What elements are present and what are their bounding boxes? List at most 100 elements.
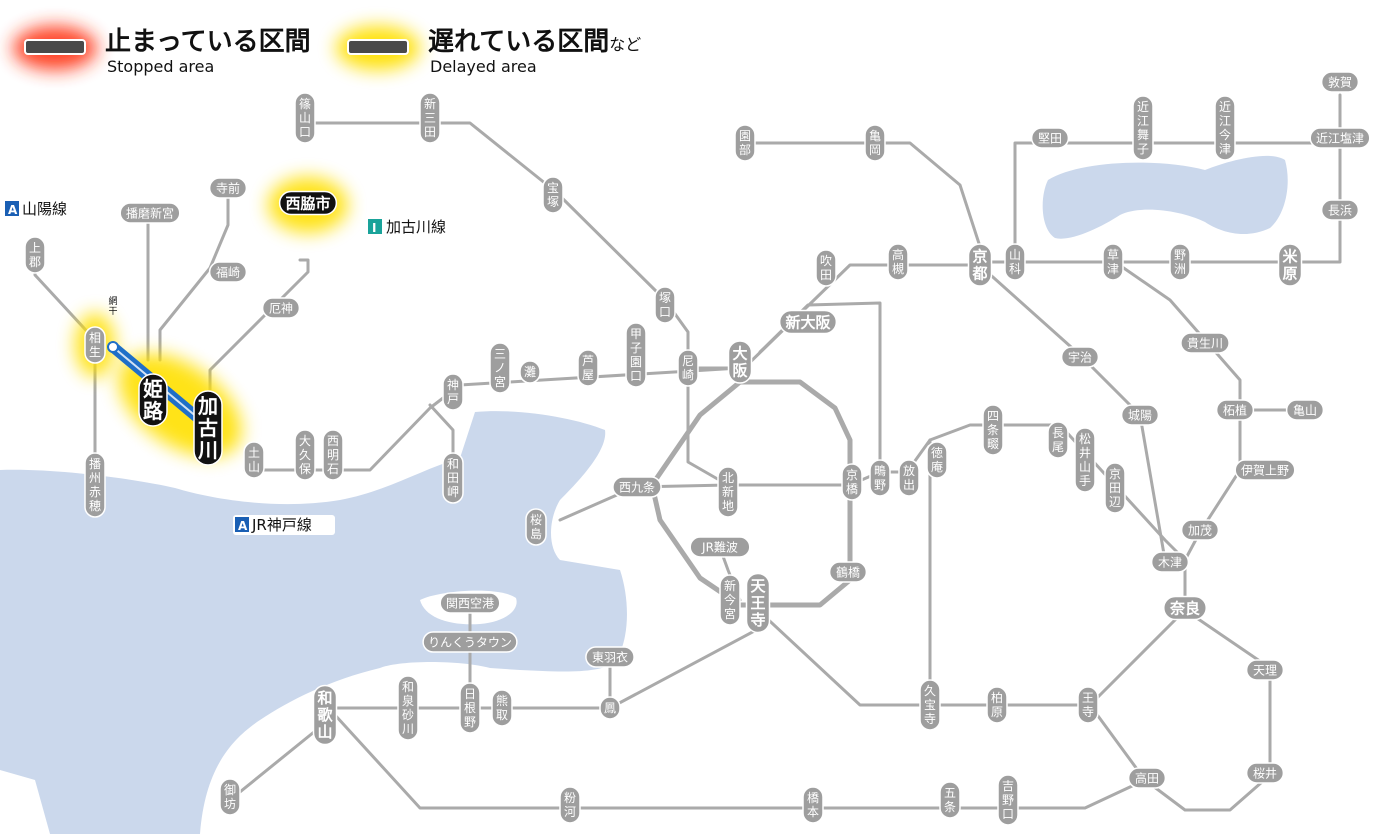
station-okubo[interactable]: 大久保	[294, 429, 316, 481]
station-tennoji[interactable]: 天王寺	[745, 572, 771, 634]
station-label: 高田	[1135, 770, 1159, 785]
station-oji[interactable]: 王寺	[1077, 686, 1099, 724]
station-ashiya[interactable]: 芦屋	[577, 349, 599, 387]
station-banshuako[interactable]: 播州赤穂	[84, 452, 106, 518]
station-tsuruhashi[interactable]: 鶴橋	[828, 561, 868, 583]
station-label: 三ノ宮	[494, 347, 506, 389]
station-izumisunagawa[interactable]: 和泉砂川	[397, 675, 419, 741]
station-kizu[interactable]: 木津	[1150, 551, 1190, 573]
station-yasu[interactable]: 野洲	[1169, 243, 1191, 281]
station-takada[interactable]: 高田	[1127, 767, 1167, 789]
station-wakayama[interactable]: 和歌山	[312, 684, 338, 746]
station-maibara[interactable]: 米原	[1277, 243, 1303, 287]
station-katata[interactable]: 堅田	[1030, 127, 1070, 149]
station-tenri[interactable]: 天理	[1245, 659, 1285, 681]
station-nishiwakishi[interactable]: 西脇市	[278, 190, 338, 216]
station-takatsuki[interactable]: 高槻	[887, 243, 909, 281]
station-takarazuka[interactable]: 宝塚	[542, 176, 564, 214]
station-hineno[interactable]: 日根野	[459, 682, 481, 734]
station-tsuruga[interactable]: 敦賀	[1320, 71, 1360, 93]
station-yamashina[interactable]: 山科	[1004, 243, 1026, 281]
station-aioi[interactable]: 相生	[84, 326, 106, 364]
station-tsuge[interactable]: 柘植	[1215, 399, 1255, 421]
station-higashihagoromo[interactable]: 東羽衣	[585, 646, 635, 668]
station-aboshi[interactable]: 網干	[108, 295, 117, 317]
station-label: 天理	[1253, 663, 1277, 677]
station-yakujin[interactable]: 厄神	[261, 297, 301, 319]
line-label-kobe[interactable]: A JR神戸線	[233, 515, 335, 535]
line-badge-kobe: A	[238, 519, 248, 533]
station-wadamisaki[interactable]: 和田岬	[442, 452, 464, 504]
station-omimaiko[interactable]: 近江舞子	[1132, 95, 1154, 161]
station-hanaten[interactable]: 放出	[898, 459, 920, 497]
station-igaueno[interactable]: 伊賀上野	[1234, 459, 1296, 481]
station-teramae[interactable]: 寺前	[208, 177, 248, 199]
station-nagahama[interactable]: 長浜	[1320, 199, 1360, 221]
station-gobo[interactable]: 御坊	[219, 778, 241, 816]
station-yoshinoguchi[interactable]: 吉野口	[997, 774, 1019, 826]
station-shinsanda[interactable]: 新三田	[419, 92, 441, 144]
station-matsuiyamate[interactable]: 松井山手	[1074, 427, 1096, 493]
station-sonobe[interactable]: 園部	[734, 124, 756, 162]
station-sannomiya[interactable]: 三ノ宮	[489, 342, 511, 394]
station-nishiakashi[interactable]: 西明石	[322, 429, 344, 481]
station-nada[interactable]: 灘	[519, 360, 541, 384]
station-fukusaki[interactable]: 福崎	[208, 261, 248, 283]
station-otori[interactable]: 鳳	[599, 696, 621, 720]
station-koshienguchi[interactable]: 甲子園口	[625, 322, 647, 388]
line-label-kakogawa[interactable]: I 加古川線	[366, 217, 462, 237]
station-nishikujo[interactable]: 西九条	[612, 476, 662, 498]
station-suita[interactable]: 吹田	[815, 249, 837, 287]
station-kyobashi[interactable]: 京橋	[841, 463, 863, 501]
station-kyuhoji[interactable]: 久宝寺	[919, 679, 941, 731]
station-kameoka[interactable]: 亀岡	[864, 124, 886, 162]
station-kamigori[interactable]: 上郡	[24, 236, 46, 274]
station-hashimoto[interactable]: 橋本	[802, 786, 824, 824]
station-label: 亀岡	[869, 129, 881, 157]
station-kamo[interactable]: 加茂	[1180, 519, 1220, 541]
station-label: 近江舞子	[1137, 100, 1149, 156]
station-shijonawate[interactable]: 四条畷	[982, 404, 1004, 456]
station-nagao[interactable]: 長尾	[1047, 421, 1069, 459]
station-omiimazu[interactable]: 近江今津	[1214, 95, 1236, 161]
station-kokawa[interactable]: 粉河	[559, 786, 581, 824]
station-tsukaguchi[interactable]: 塚口	[654, 286, 676, 324]
station-rinkutown[interactable]: りんくうタウン	[422, 631, 518, 653]
station-label: 久宝寺	[924, 684, 936, 726]
station-shinosaka[interactable]: 新大阪	[778, 309, 838, 335]
station-jrnamba[interactable]: JR難波	[689, 536, 751, 558]
station-nara[interactable]: 奈良	[1163, 595, 1207, 621]
station-sakurai[interactable]: 桜井	[1245, 762, 1285, 784]
station-kakogawa[interactable]: 加古川	[193, 390, 223, 466]
station-kyoto[interactable]: 京都	[967, 243, 993, 287]
station-himeji[interactable]: 姫路	[138, 373, 168, 427]
station-omishiotsu[interactable]: 近江塩津	[1309, 127, 1371, 149]
station-tsuchiyama[interactable]: 土山	[243, 441, 265, 479]
station-sasayamaguchi[interactable]: 篠山口	[294, 92, 316, 144]
station-kameyama[interactable]: 亀山	[1285, 399, 1325, 421]
station-kibukawa[interactable]: 貴生川	[1180, 332, 1230, 354]
station-osaka[interactable]: 大阪	[727, 340, 753, 384]
station-shigino[interactable]: 鴫野	[869, 459, 891, 497]
legend-delayed-title: 遅れている区間	[428, 27, 609, 57]
station-kumatori[interactable]: 熊取	[491, 689, 513, 727]
station-kansaiairport[interactable]: 関西空港	[439, 592, 501, 614]
station-ujii[interactable]: 宇治	[1060, 346, 1100, 368]
station-johyo[interactable]: 城陽	[1120, 404, 1160, 426]
station-kashiwara[interactable]: 柏原	[986, 686, 1008, 724]
station-kobe[interactable]: 神戸	[442, 373, 464, 411]
station-gojo[interactable]: 五条	[939, 781, 961, 819]
station-kusatsu[interactable]: 草津	[1102, 243, 1124, 281]
station-label: 東羽衣	[592, 649, 628, 664]
station-tokuan[interactable]: 徳庵	[926, 441, 948, 479]
station-kyotanabe[interactable]: 京田辺	[1104, 462, 1126, 514]
station-label: 長浜	[1328, 203, 1352, 217]
line-label-sanyo[interactable]: A 山陽線	[3, 199, 83, 219]
station-sakurajima[interactable]: 桜島	[525, 508, 547, 546]
station-harimashingu[interactable]: 播磨新宮	[119, 202, 181, 224]
station-kitashinchi[interactable]: 北新地	[717, 466, 739, 518]
station-amagasaki[interactable]: 尼崎	[677, 349, 699, 387]
station-shinimamiya[interactable]: 新今宮	[719, 574, 741, 626]
line-badge-sanyo: A	[8, 203, 18, 217]
